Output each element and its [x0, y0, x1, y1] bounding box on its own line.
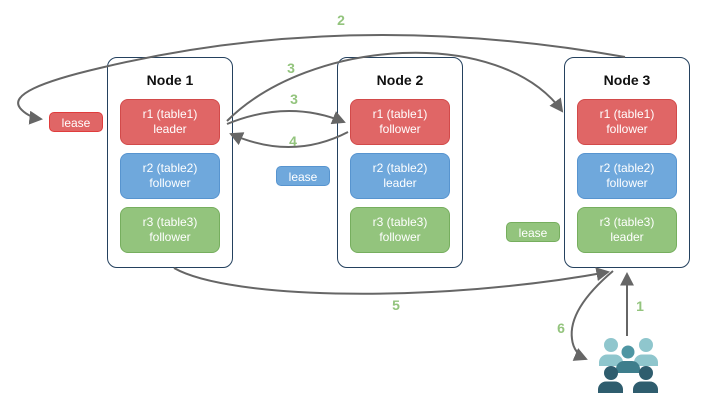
- node-2-replica-r1: r1 (table1) follower: [350, 99, 450, 145]
- replica-role: follower: [606, 122, 648, 136]
- arrow-label-5: 5: [392, 297, 400, 313]
- replica-role: follower: [379, 122, 421, 136]
- arrow-6: [570, 270, 614, 361]
- lease-badge-green: lease: [506, 222, 560, 242]
- replica-id: r3 (table3): [142, 215, 198, 229]
- replica-id: r2 (table2): [142, 161, 198, 175]
- arrow-label-4: 4: [289, 133, 297, 149]
- node-1-replica-r2: r2 (table2) follower: [120, 153, 220, 199]
- replica-role: follower: [606, 176, 648, 190]
- replica-id: r3 (table3): [599, 215, 655, 229]
- replica-id: r1 (table1): [599, 107, 655, 121]
- node-1-replica-r1: r1 (table1) leader: [120, 99, 220, 145]
- replica-id: r3 (table3): [372, 215, 428, 229]
- replica-id: r1 (table1): [372, 107, 428, 121]
- arrow-label-3-long: 3: [287, 60, 295, 76]
- arrow-label-6: 6: [557, 320, 565, 336]
- node-1-title: Node 1: [146, 72, 194, 88]
- arrow-3-short: [226, 110, 346, 125]
- lease-badge-blue: lease: [276, 166, 330, 186]
- replica-role: follower: [379, 230, 421, 244]
- node-3-replica-r3: r3 (table3) leader: [577, 207, 677, 253]
- node-2: Node 2 r1 (table1) follower r2 (table2) …: [337, 57, 463, 268]
- replica-role: follower: [149, 230, 191, 244]
- arrow-label-2: 2: [337, 12, 345, 28]
- arrow-5: [173, 267, 610, 295]
- replica-role: leader: [383, 176, 417, 190]
- node-3-title: Node 3: [603, 72, 651, 88]
- replica-role: leader: [153, 122, 187, 136]
- node-3-replica-r1: r1 (table1) follower: [577, 99, 677, 145]
- lease-badge-red: lease: [49, 112, 103, 132]
- node-2-replica-r2: r2 (table2) leader: [350, 153, 450, 199]
- node-1-replica-r3: r3 (table3) follower: [120, 207, 220, 253]
- replica-role: leader: [610, 230, 644, 244]
- node-3: Node 3 r1 (table1) follower r2 (table2) …: [564, 57, 690, 268]
- users-group-icon: [598, 338, 658, 393]
- replica-id: r2 (table2): [599, 161, 655, 175]
- node-1: Node 1 r1 (table1) leader r2 (table2) fo…: [107, 57, 233, 268]
- node-2-replica-r3: r3 (table3) follower: [350, 207, 450, 253]
- arrow-label-1: 1: [636, 298, 644, 314]
- arrow-label-3-short: 3: [290, 91, 298, 107]
- replica-id: r1 (table1): [142, 107, 198, 121]
- node-3-replica-r2: r2 (table2) follower: [577, 153, 677, 199]
- replica-id: r2 (table2): [372, 161, 428, 175]
- node-2-title: Node 2: [376, 72, 424, 88]
- replica-role: follower: [149, 176, 191, 190]
